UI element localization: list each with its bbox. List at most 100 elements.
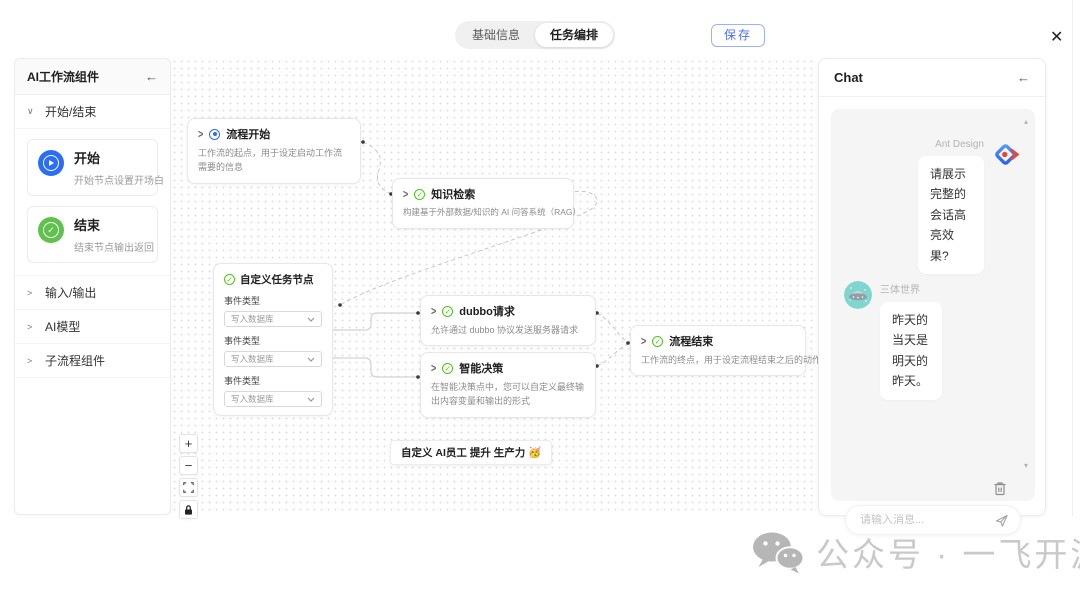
chevron-down-icon bbox=[307, 397, 315, 402]
chevron-down-icon bbox=[307, 317, 315, 322]
node-expand-icon[interactable]: > bbox=[641, 334, 647, 348]
field-label: 事件类型 bbox=[224, 336, 261, 346]
chevron-right-icon: > bbox=[27, 287, 33, 298]
component-card-end[interactable]: ✓ 结束 结束节点输出返回 bbox=[27, 206, 158, 263]
sidebar-title: AI工作流组件 bbox=[27, 70, 100, 84]
node-expand-icon[interactable]: > bbox=[431, 304, 437, 318]
event-type-select[interactable]: 写入数据库 bbox=[224, 311, 322, 327]
node-flow-end[interactable]: > ✓ 流程结束 工作流的终点，用于设定流程结束之后的动作 bbox=[630, 325, 822, 377]
check-circle-icon: ✓ bbox=[442, 362, 454, 374]
check-circle-icon: ✓ bbox=[224, 274, 235, 285]
chat-title: Chat bbox=[834, 70, 863, 85]
watermark-text: 公众号 · 一飞开源 bbox=[816, 536, 1080, 573]
node-desc: 构建基于外部数据/知识的 AI 问答系统（RAG） bbox=[403, 207, 582, 217]
lock-button[interactable] bbox=[179, 500, 198, 519]
node-desc: 工作流的终点，用于设定流程结束之后的动作 bbox=[641, 355, 822, 365]
sidebar-header: AI工作流组件 ← bbox=[15, 59, 170, 95]
node-desc: 允许通过 dubbo 协议发送服务器请求 bbox=[431, 325, 579, 335]
chevron-right-icon: > bbox=[27, 355, 33, 366]
check-circle-icon: ✓ bbox=[652, 335, 664, 347]
node-custom-task[interactable]: ✓ 自定义任务节点 事件类型 写入数据库 事件类型 写入数据库 事件类型 写入数… bbox=[213, 263, 333, 416]
sidebar-section-label: AI模型 bbox=[45, 320, 81, 334]
start-node-icon bbox=[209, 128, 221, 140]
node-title: 流程结束 bbox=[669, 336, 714, 348]
close-icon[interactable]: ✕ bbox=[1050, 29, 1064, 46]
check-circle-icon: ✓ bbox=[442, 305, 454, 317]
node-desc: 工作流的起点，用于设定启动工作流需要的信息 bbox=[198, 148, 343, 173]
message-bubble: 请展示完整的会话高亮效果? bbox=[918, 156, 984, 274]
field-label: 事件类型 bbox=[224, 296, 261, 306]
sidebar-section-ai-model[interactable]: > AI模型 bbox=[15, 310, 170, 344]
node-title: 流程开始 bbox=[226, 129, 271, 141]
sidebar-section-start-end[interactable]: ∨ 开始/结束 bbox=[15, 95, 170, 129]
node-expand-icon[interactable]: > bbox=[198, 127, 204, 141]
panel-edge-divider bbox=[1072, 0, 1073, 516]
clear-chat-button[interactable] bbox=[993, 481, 1007, 501]
fit-view-button[interactable] bbox=[179, 478, 198, 497]
sidebar-section-label: 输入/输出 bbox=[45, 286, 97, 300]
tab-task-orchestration[interactable]: 任务编排 bbox=[535, 23, 614, 47]
check-circle-icon: ✓ bbox=[414, 188, 426, 200]
select-value: 写入数据库 bbox=[231, 354, 274, 364]
field-label: 事件类型 bbox=[224, 376, 261, 386]
chat-header: Chat ← bbox=[819, 59, 1045, 97]
event-type-select[interactable]: 写入数据库 bbox=[224, 391, 322, 407]
chat-message-input[interactable] bbox=[860, 514, 994, 526]
message-sender: Ant Design bbox=[935, 139, 984, 150]
select-value: 写入数据库 bbox=[231, 314, 274, 324]
chat-panel: Chat ← ▴ ▾ Ant Design 请展示完整的会话高亮效果? bbox=[818, 58, 1046, 535]
sidebar-collapse-icon[interactable]: ← bbox=[145, 69, 158, 84]
watermark: 公众号 · 一飞开源 bbox=[752, 528, 1080, 576]
sidebar-section-subprocess[interactable]: > 子流程组件 bbox=[15, 344, 170, 378]
sidebar-section-label: 开始/结束 bbox=[45, 105, 97, 119]
canvas-controls: + − bbox=[179, 434, 198, 519]
node-title: dubbo请求 bbox=[459, 306, 515, 318]
zoom-in-button[interactable]: + bbox=[179, 434, 198, 453]
ant-design-logo-avatar bbox=[995, 144, 1019, 165]
node-flow-start[interactable]: > 流程开始 工作流的起点，用于设定启动工作流需要的信息 bbox=[187, 118, 361, 184]
chevron-down-icon: ∨ bbox=[27, 106, 34, 116]
node-knowledge-retrieval[interactable]: > ✓ 知识检索 构建基于外部数据/知识的 AI 问答系统（RAG） bbox=[392, 178, 582, 229]
component-card-desc: 结束节点输出返回 bbox=[74, 243, 154, 254]
node-title: 知识检索 bbox=[431, 189, 476, 201]
node-smart-decision[interactable]: > ✓ 智能决策 在智能决策点中，您可以自定义最终输出内容变量和输出的形式 bbox=[420, 352, 596, 418]
message-sender: 三体世界 bbox=[880, 285, 920, 296]
save-button[interactable]: 保存 bbox=[711, 24, 766, 47]
chat-message-area[interactable]: ▴ ▾ Ant Design 请展示完整的会话高亮效果? bbox=[831, 109, 1035, 535]
event-type-select[interactable]: 写入数据库 bbox=[224, 351, 322, 367]
chat-message-incoming: 三体世界 昨天的当天是明天的昨天。 bbox=[844, 281, 942, 400]
scroll-down-icon[interactable]: ▾ bbox=[1023, 461, 1028, 470]
sidebar-section-input-output[interactable]: > 输入/输出 bbox=[15, 276, 170, 310]
select-value: 写入数据库 bbox=[231, 394, 274, 404]
chat-message-outgoing: Ant Design 请展示完整的会话高亮效果? bbox=[918, 139, 1019, 274]
chat-input-container bbox=[845, 505, 1021, 535]
chat-collapse-icon[interactable]: ← bbox=[1017, 70, 1030, 85]
node-dubbo-request[interactable]: > ✓ dubbo请求 允许通过 dubbo 协议发送服务器请求 bbox=[420, 295, 596, 347]
lock-icon bbox=[185, 504, 192, 515]
component-card-desc: 开始节点设置开场白 bbox=[74, 176, 164, 187]
component-card-start[interactable]: 开始 开始节点设置开场白 bbox=[27, 139, 164, 196]
tab-basic-info[interactable]: 基础信息 bbox=[472, 28, 521, 42]
trash-icon bbox=[994, 482, 1006, 496]
check-circle-icon: ✓ bbox=[38, 217, 64, 243]
send-icon bbox=[995, 514, 1008, 527]
zoom-out-button[interactable]: − bbox=[179, 456, 198, 475]
chevron-right-icon: > bbox=[27, 321, 33, 332]
chevron-down-icon bbox=[307, 357, 315, 362]
workflow-canvas[interactable]: > 流程开始 工作流的起点，用于设定启动工作流需要的信息 > ✓ 知识检索 构建… bbox=[171, 58, 822, 519]
node-desc: 在智能决策点中，您可以自定义最终输出内容变量和输出的形式 bbox=[431, 382, 585, 407]
fit-view-icon bbox=[183, 482, 194, 493]
node-expand-icon[interactable]: > bbox=[431, 361, 437, 375]
scroll-up-icon[interactable]: ▴ bbox=[1023, 117, 1028, 126]
component-card-title: 开始 bbox=[74, 151, 101, 166]
node-expand-icon[interactable]: > bbox=[403, 187, 409, 201]
message-bubble: 昨天的当天是明天的昨天。 bbox=[880, 302, 942, 400]
components-sidebar: AI工作流组件 ← ∨ 开始/结束 开始 开始节点设置开场白 ✓ bbox=[14, 58, 171, 515]
view-segmented-control: 基础信息 任务编排 bbox=[455, 21, 616, 49]
component-card-title: 结束 bbox=[74, 218, 101, 233]
node-title: 自定义任务节点 bbox=[240, 274, 314, 286]
send-button[interactable] bbox=[994, 513, 1010, 528]
ufo-avatar bbox=[844, 281, 872, 309]
slogan-banner: 自定义 AI员工 提升 生产力 🥳 bbox=[390, 440, 553, 465]
